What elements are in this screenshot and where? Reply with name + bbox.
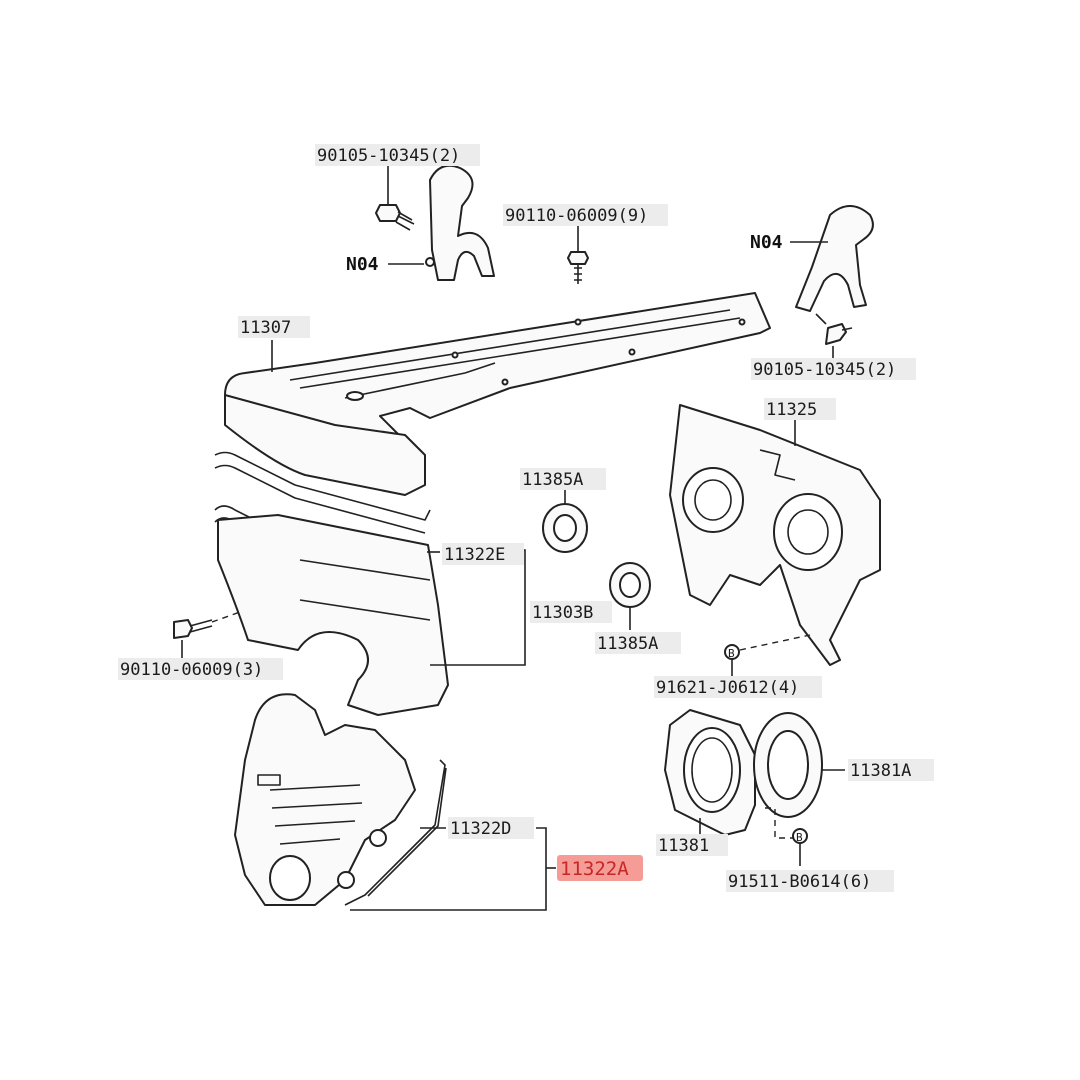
svg-text:11322E: 11322E <box>444 545 505 565</box>
svg-text:11381A: 11381A <box>850 761 911 781</box>
label-90110-top-center: 90110-06009(9) <box>503 204 668 226</box>
label-n04-right: N04 <box>750 232 783 253</box>
marker-letter: B <box>796 831 803 844</box>
seal-11385a-upper <box>542 490 588 553</box>
label-11322a-highlighted: 11322A <box>557 855 643 881</box>
bracket-11322a <box>350 827 547 911</box>
label-90110-left: 90110-06009(3) <box>118 658 283 680</box>
label-11325: 11325 <box>764 398 836 420</box>
svg-text:91511-B0614(6): 91511-B0614(6) <box>728 872 871 892</box>
label-11381: 11381 <box>656 834 728 856</box>
svg-text:91621-J0612(4): 91621-J0612(4) <box>656 678 799 698</box>
cover-11303b <box>217 514 449 716</box>
retainer-11381 <box>664 709 756 836</box>
cover-lower-11322a <box>234 693 416 906</box>
svg-text:11322A: 11322A <box>560 858 629 880</box>
bolt-90110-top-center <box>567 226 589 284</box>
label-91511: 91511-B0614(6) <box>726 870 894 892</box>
label-11303b: 11303B <box>530 601 612 623</box>
label-90105-right: 90105-10345(2) <box>751 358 916 380</box>
marker-b-lower: B <box>765 807 808 866</box>
bolt-90105-right <box>815 313 853 360</box>
plate-11325 <box>669 404 881 666</box>
seal-11385a-lower <box>609 562 651 630</box>
label-91621: 91621-J0612(4) <box>654 676 822 698</box>
svg-text:11381: 11381 <box>658 836 709 856</box>
svg-text:11322D: 11322D <box>450 819 511 839</box>
bolt-90110-left <box>173 611 241 658</box>
marker-letter: B <box>728 647 735 660</box>
svg-text:90105-10345(2): 90105-10345(2) <box>317 146 460 166</box>
svg-text:N04: N04 <box>750 232 783 253</box>
bracket-n04-left <box>388 164 495 281</box>
oil-seal-11381a <box>753 712 845 818</box>
label-11307: 11307 <box>238 316 310 338</box>
label-11322d: 11322D <box>448 817 534 839</box>
bolt-90105-top-left <box>375 165 415 231</box>
gasket-11322d <box>344 759 447 906</box>
label-11322e: 11322E <box>442 543 524 565</box>
svg-text:90110-06009(3): 90110-06009(3) <box>120 660 263 680</box>
label-11385a-lower: 11385A <box>595 632 681 654</box>
label-n04-left: N04 <box>346 254 379 275</box>
svg-text:11385A: 11385A <box>597 634 658 654</box>
svg-text:N04: N04 <box>346 254 379 275</box>
svg-text:11303B: 11303B <box>532 603 593 623</box>
label-90105-top-left: 90105-10345(2) <box>315 144 480 166</box>
bracket-n04-right <box>790 205 874 312</box>
label-11381a: 11381A <box>848 759 934 781</box>
cover-11307 <box>224 292 771 496</box>
svg-text:11325: 11325 <box>766 400 817 420</box>
svg-text:90105-10345(2): 90105-10345(2) <box>753 360 896 380</box>
svg-text:11385A: 11385A <box>522 470 583 490</box>
svg-text:90110-06009(9): 90110-06009(9) <box>505 206 648 226</box>
label-11385a-upper: 11385A <box>520 468 606 490</box>
svg-text:11307: 11307 <box>240 318 291 338</box>
marker-b-upper: B <box>724 634 811 676</box>
